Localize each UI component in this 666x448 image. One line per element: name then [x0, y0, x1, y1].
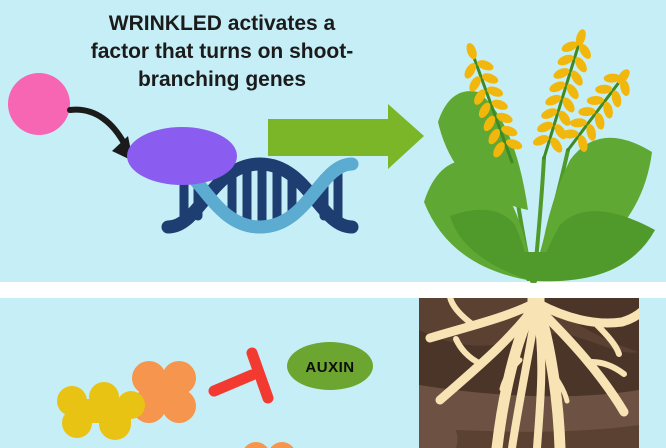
transcription-factor-ellipse — [127, 127, 237, 185]
result-arrow-icon — [268, 104, 424, 169]
grain-ear-right — [557, 65, 638, 157]
protein-blob-orange-partial — [244, 442, 294, 448]
caption-line-2: factor that turns on shoot- — [90, 40, 354, 63]
soil-root-illustration — [419, 298, 639, 448]
panel-divider — [0, 282, 666, 298]
inhibition-tbar-icon — [208, 347, 274, 404]
shoot-scene — [8, 29, 655, 283]
root-system — [425, 298, 639, 448]
auxin-label: AUXIN — [305, 359, 354, 376]
protein-blob-yellow — [57, 382, 145, 440]
root-scene: AUXIN — [57, 298, 639, 448]
caption-line-3: branching genes — [137, 68, 307, 91]
grain-ear-middle — [529, 29, 597, 160]
plant-leaves — [424, 91, 655, 282]
panel-caption: WRINKLED activates a factor that turns o… — [70, 10, 374, 94]
wrinkled-protein-circle — [8, 73, 70, 135]
auxin-badge: AUXIN — [287, 342, 373, 390]
caption-line-1: WRINKLED activates a — [108, 12, 336, 35]
rice-plant-icon — [424, 29, 655, 283]
grain-ear-left — [458, 42, 526, 164]
dna-strand-navy — [161, 157, 359, 234]
activation-arrow-icon — [67, 106, 133, 161]
